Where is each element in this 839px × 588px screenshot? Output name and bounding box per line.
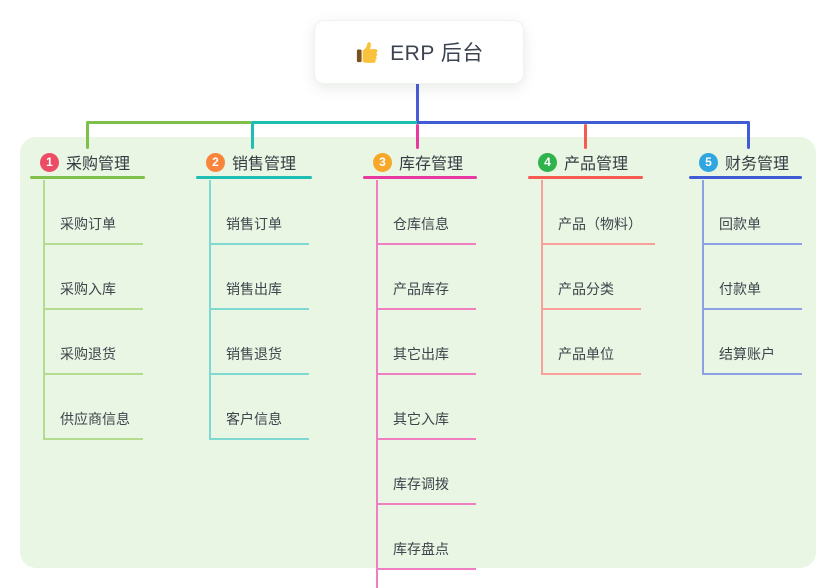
child-node[interactable]: 产品库存 <box>378 245 476 310</box>
child-node[interactable]: 库存盘点 <box>378 505 476 570</box>
child-node[interactable]: 销售订单 <box>211 180 309 245</box>
branch-product: 4 产品管理 产品（物料） 产品分类 产品单位 <box>528 148 655 375</box>
branch-title: 采购管理 <box>66 156 131 173</box>
child-node[interactable]: 结算账户 <box>704 310 802 375</box>
branch-children: 采购订单 采购入库 采购退货 供应商信息 <box>43 180 145 440</box>
child-label: 结算账户 <box>719 346 775 362</box>
connector-drop-inventory <box>416 124 419 149</box>
connector-trunk <box>416 81 419 124</box>
child-node[interactable]: 客户信息 <box>211 375 309 440</box>
branch-node-inventory[interactable]: 3 库存管理 <box>363 148 477 176</box>
branch-children: 产品（物料） 产品分类 产品单位 <box>541 180 655 375</box>
child-node[interactable]: 销售出库 <box>211 245 309 310</box>
branch-finance: 5 财务管理 回款单 付款单 结算账户 <box>689 148 802 375</box>
child-label: 库存盘点 <box>393 541 449 557</box>
branch-children: 销售订单 销售出库 销售退货 客户信息 <box>209 180 312 440</box>
child-label: 销售出库 <box>226 281 282 297</box>
branch-children: 仓库信息 产品库存 其它出库 其它入库 库存调拨 库存盘点 出库库明细 <box>376 180 477 588</box>
child-node[interactable]: 库存调拨 <box>378 440 476 505</box>
child-label: 产品库存 <box>393 281 449 297</box>
child-label: 付款单 <box>719 281 761 297</box>
child-label: 其它入库 <box>393 411 449 427</box>
child-node[interactable]: 其它入库 <box>378 375 476 440</box>
child-label: 仓库信息 <box>393 216 449 232</box>
child-node[interactable]: 产品（物料） <box>543 180 655 245</box>
child-label: 其它出库 <box>393 346 449 362</box>
child-label: 销售订单 <box>226 216 282 232</box>
child-node[interactable]: 采购入库 <box>45 245 143 310</box>
branch-node-sales[interactable]: 2 销售管理 <box>196 148 312 176</box>
branch-number-badge: 3 <box>373 152 392 172</box>
branch-number-badge: 5 <box>699 152 718 172</box>
connector-bus-left <box>87 121 252 124</box>
root-node[interactable]: ERP 后台 <box>314 20 524 84</box>
branch-number-badge: 2 <box>206 152 225 172</box>
branch-underline <box>363 176 477 179</box>
child-label: 产品分类 <box>558 281 614 297</box>
child-node[interactable]: 出库库明细 <box>378 570 476 588</box>
connector-drop-product <box>584 124 587 149</box>
child-node[interactable]: 产品分类 <box>543 245 641 310</box>
child-node[interactable]: 供应商信息 <box>45 375 143 440</box>
child-label: 采购退货 <box>60 346 116 362</box>
branch-underline <box>196 176 312 179</box>
branch-underline <box>30 176 145 179</box>
branch-title: 库存管理 <box>399 156 464 173</box>
child-node[interactable]: 回款单 <box>704 180 802 245</box>
branch-inventory: 3 库存管理 仓库信息 产品库存 其它出库 其它入库 库存调拨 库存盘点 出库库… <box>363 148 477 588</box>
branch-sales: 2 销售管理 销售订单 销售出库 销售退货 客户信息 <box>196 148 312 440</box>
thumbs-up-icon <box>357 42 378 63</box>
branches-panel <box>20 137 816 568</box>
child-label: 采购订单 <box>60 216 116 232</box>
connector-drop-finance <box>747 121 750 149</box>
branch-title: 财务管理 <box>725 156 790 173</box>
connector-bus-middle <box>252 121 418 124</box>
child-label: 回款单 <box>719 216 761 232</box>
branch-title: 销售管理 <box>232 156 297 173</box>
child-node[interactable]: 采购订单 <box>45 180 143 245</box>
branch-title: 产品管理 <box>564 156 629 173</box>
branch-node-purchase[interactable]: 1 采购管理 <box>30 148 145 176</box>
child-node[interactable]: 仓库信息 <box>378 180 476 245</box>
child-label: 销售退货 <box>226 346 282 362</box>
child-node[interactable]: 其它出库 <box>378 310 476 375</box>
child-label: 采购入库 <box>60 281 116 297</box>
child-node[interactable]: 付款单 <box>704 245 802 310</box>
branch-children: 回款单 付款单 结算账户 <box>702 180 802 375</box>
child-label: 客户信息 <box>226 411 282 427</box>
connector-bus-right <box>417 121 750 124</box>
child-label: 产品（物料） <box>558 216 642 232</box>
branch-node-finance[interactable]: 5 财务管理 <box>689 148 802 176</box>
branch-node-product[interactable]: 4 产品管理 <box>528 148 643 176</box>
child-node[interactable]: 产品单位 <box>543 310 641 375</box>
branch-number-badge: 4 <box>538 152 557 172</box>
branch-underline <box>528 176 643 179</box>
connector-drop-sales <box>251 121 254 149</box>
branch-purchase: 1 采购管理 采购订单 采购入库 采购退货 供应商信息 <box>30 148 145 440</box>
root-node-label: ERP 后台 <box>390 42 484 65</box>
branch-number-badge: 1 <box>40 152 59 172</box>
child-node[interactable]: 销售退货 <box>211 310 309 375</box>
connector-drop-purchase <box>86 121 89 149</box>
child-label: 供应商信息 <box>60 411 130 427</box>
child-label: 库存调拨 <box>393 476 449 492</box>
child-label: 产品单位 <box>558 346 614 362</box>
branch-underline <box>689 176 802 179</box>
child-node[interactable]: 采购退货 <box>45 310 143 375</box>
